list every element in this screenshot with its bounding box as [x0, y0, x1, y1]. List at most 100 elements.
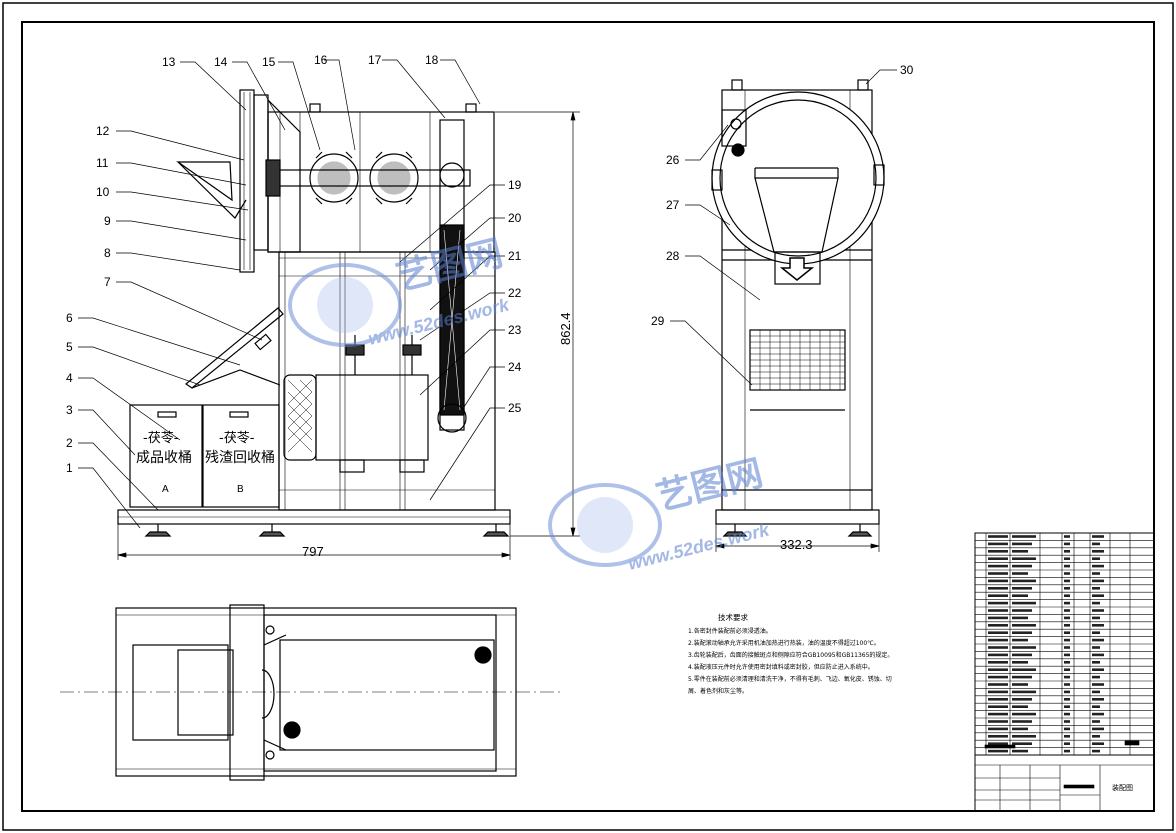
side-view: [711, 79, 885, 537]
callout-11: 11: [96, 156, 109, 170]
parts-list-fine-print: [1012, 579, 1036, 583]
parts-list-fine-print: [988, 675, 1008, 679]
parts-list-fine-print: [988, 705, 1008, 708]
parts-list-fine-print: [988, 638, 1008, 642]
parts-list-fine-print: [1092, 661, 1100, 664]
gear-pair: [309, 151, 419, 205]
parts-list-fine-print: [1012, 616, 1028, 620]
discharge-chute: [184, 307, 284, 389]
watermark-2: 艺图网 www.52des.work: [548, 453, 772, 574]
parts-list-fine-print: [1012, 646, 1036, 649]
parts-list-fine-print: [1092, 572, 1100, 575]
parts-list-fine-print: [1064, 609, 1070, 612]
bin-a: [129, 404, 203, 508]
parts-list-fine-print: [1092, 727, 1104, 731]
front-view: [117, 89, 511, 537]
callout-30: 30: [900, 63, 914, 77]
parts-list-fine-print: [1012, 638, 1028, 642]
parts-list-fine-print: [1012, 661, 1028, 664]
parts-list-fine-print: [1064, 705, 1070, 708]
parts-list-fine-print: [1064, 624, 1070, 627]
parts-list-fine-print: [1064, 564, 1070, 568]
parts-list-fine-print: [1012, 587, 1032, 590]
callout-17: 17: [368, 53, 382, 67]
parts-list-fine-print: [1064, 735, 1070, 738]
parts-list-text: [988, 535, 1104, 753]
parts-list-fine-print: [1012, 683, 1028, 686]
parts-list-fine-print: [1092, 638, 1104, 642]
callout-15: 15: [262, 55, 276, 69]
parts-list-fine-print: [1012, 631, 1032, 634]
parts-list-fine-print: [1064, 601, 1070, 605]
parts-list-fine-print: [1064, 594, 1070, 597]
parts-list-fine-print: [1012, 735, 1036, 738]
parts-list-fine-print: [1092, 535, 1104, 538]
parts-list-fine-print: [1012, 690, 1036, 694]
watermark-2-name: 艺图网: [652, 453, 767, 519]
parts-list-fine-print: [1064, 535, 1070, 538]
parts-list-fine-print: [1092, 705, 1100, 708]
parts-list-fine-print: [1012, 550, 1028, 553]
feed-hopper: [176, 161, 247, 219]
parts-list-fine-print: [1064, 727, 1070, 731]
parts-list-fine-print: [1092, 601, 1100, 605]
parts-list-fine-print: [1012, 535, 1036, 538]
tech-note-line-3: 3.齿轮装配后，齿面的接触斑点和侧隙应符合GB10095和GB11365的规定。: [688, 651, 893, 659]
callout-13: 13: [162, 55, 176, 69]
parts-list-fine-print: [1012, 609, 1032, 612]
parts-list-fine-print: [1092, 609, 1104, 612]
parts-list-fine-print: [988, 690, 1008, 694]
parts-list-fine-print: [1012, 564, 1032, 568]
bin-b-letter: B: [237, 484, 244, 495]
parts-list-fine-print: [1092, 668, 1104, 671]
callout-5: 5: [66, 340, 73, 354]
parts-list-fine-print: [1012, 557, 1036, 560]
parts-list-fine-print: [988, 749, 1008, 753]
parts-list-fine-print: [1092, 742, 1104, 745]
parts-list-fine-print: [988, 564, 1008, 568]
parts-list-fine-print: [988, 587, 1008, 590]
parts-list-fine-print: [1064, 712, 1070, 716]
parts-list-fine-print: [1064, 579, 1070, 583]
leveling-feet: [144, 524, 510, 537]
watermark-2-url: www.52des.work: [626, 519, 772, 574]
parts-list-fine-print: [1064, 690, 1070, 694]
callout-29: 29: [651, 314, 665, 328]
bin-b-top-label: -茯苓-: [219, 431, 255, 446]
callout-9: 9: [104, 214, 111, 228]
parts-list-fine-print: [1092, 720, 1100, 723]
parts-list-fine-print: [1064, 646, 1070, 649]
parts-list-fine-print: [988, 727, 1008, 731]
parts-list-fine-print: [1092, 735, 1100, 738]
callout-20: 20: [508, 211, 522, 225]
parts-list-fine-print: [1064, 550, 1070, 553]
parts-list-fine-print: [1064, 572, 1070, 575]
parts-list-fine-print: [988, 579, 1008, 583]
parts-list-fine-print: [988, 698, 1008, 701]
parts-list-fine-print: [1064, 720, 1070, 723]
parts-list-fine-print: [1012, 624, 1036, 627]
dim-side-width: 332.3: [780, 537, 813, 552]
parts-list-fine-print: [1092, 594, 1104, 597]
parts-list-fine-print: [1064, 638, 1070, 642]
parts-list-fine-print: [1012, 698, 1032, 701]
parts-list-fine-print: [988, 661, 1008, 664]
parts-list-fine-print: [988, 550, 1008, 553]
tech-notes-title: 技术要求: [718, 612, 748, 622]
callout-25: 25: [508, 401, 522, 415]
parts-list-fine-print: [1092, 690, 1100, 694]
callout-3: 3: [66, 403, 73, 417]
parts-list-fine-print: [1012, 749, 1028, 753]
parts-list-fine-print: [988, 668, 1008, 671]
parts-list-fine-print: [988, 542, 1008, 546]
parts-list-fine-print: [1012, 727, 1028, 731]
parts-list-fine-print: [988, 683, 1008, 686]
drive-belt: [437, 119, 467, 433]
leader-lines: [78, 59, 897, 529]
callout-12: 12: [96, 124, 110, 138]
callout-21: 21: [508, 249, 522, 263]
parts-list-fine-print: [1064, 661, 1070, 664]
watermark-1: 艺图网 www.52des.work: [288, 233, 512, 349]
callout-18: 18: [425, 53, 439, 67]
